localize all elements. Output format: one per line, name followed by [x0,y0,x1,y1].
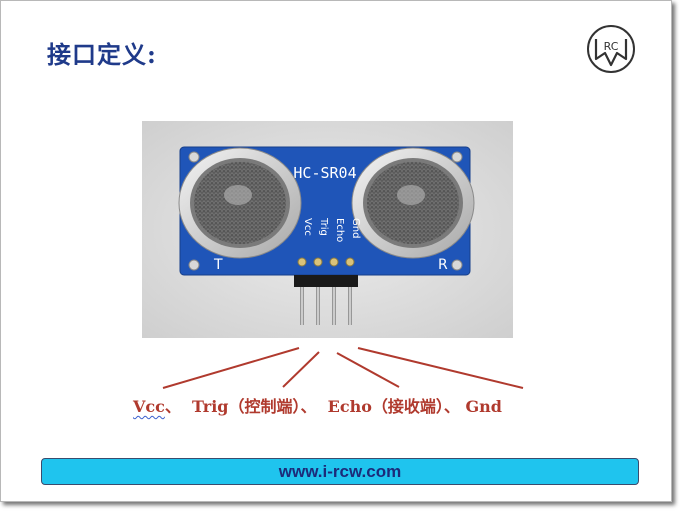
pin-definition-caption: Vcc、 Trig（控制端）、 Echo（接收端）、 Gnd [133,393,502,417]
pin-label-vcc: Vcc [302,218,313,236]
pin-label-gnd: Gnd [350,218,361,238]
receiver-sensor [351,147,475,259]
pin-header [294,275,358,287]
footer-url[interactable]: www.i-rcw.com [278,461,402,481]
hc-sr04-photo: HC-SR04 T R Vcc Trig Echo Gnd [142,121,513,338]
footer-bar: www.i-rcw.com [41,458,639,485]
pin-label-trig: Trig [318,217,329,236]
caption-rest: 、 Trig（控制端）、 Echo（接收端）、 Gnd [164,397,502,416]
transmitter-sensor [178,147,302,259]
transmitter-label: T [213,257,223,273]
caption-vcc: Vcc [133,397,165,416]
board-label: HC-SR04 [293,164,356,182]
pin-label-echo: Echo [334,218,345,242]
rcw-logo-icon: RC [587,25,635,73]
receiver-label: R [438,257,448,273]
slide-title: 接口定义: [47,40,157,69]
logo-text: RC [604,40,619,53]
slide: 接口定义: RC [0,0,672,502]
